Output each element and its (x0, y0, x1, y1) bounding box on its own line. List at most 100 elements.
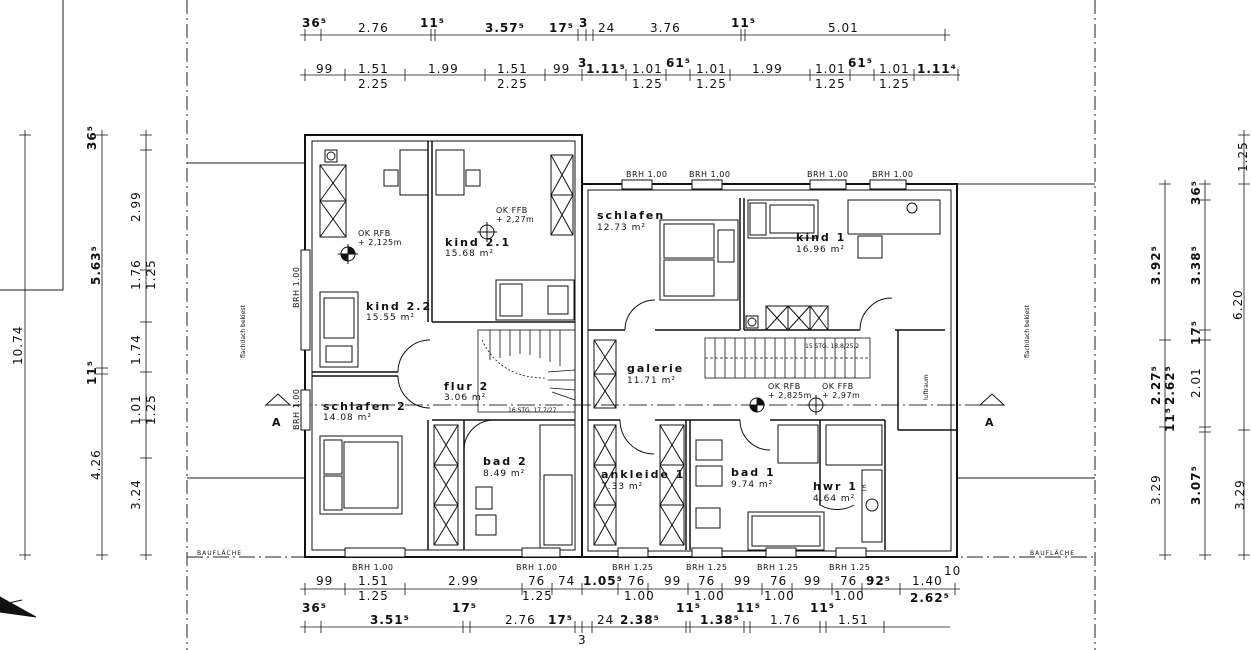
svg-text:1.25: 1.25 (144, 394, 158, 425)
svg-text:3.51⁵: 3.51⁵ (370, 613, 410, 627)
svg-text:2.99: 2.99 (448, 574, 479, 588)
dim-bottom-row1: 99 1.51 1.25 2.99 76 1.25 74 1.05⁵ 76 1.… (316, 564, 961, 605)
room-area-kind22: 15.55 m² (366, 313, 415, 323)
svg-text:2.76: 2.76 (358, 21, 389, 35)
svg-text:1.01: 1.01 (632, 62, 663, 76)
svg-text:11⁵: 11⁵ (676, 601, 701, 615)
svg-text:1.05⁵: 1.05⁵ (583, 574, 623, 588)
brh-labels: BRH 1.00 BRH 1.00 BRH 1.25 BRH 1.25 BRH … (292, 170, 913, 572)
svg-text:1.25: 1.25 (879, 77, 910, 91)
svg-text:76: 76 (628, 574, 645, 588)
svg-text:OK FFB: OK FFB (822, 382, 854, 391)
svg-text:+ 2,125m: + 2,125m (358, 238, 402, 247)
svg-text:BAUFLÄCHE: BAUFLÄCHE (1030, 550, 1075, 557)
room-name-hwr1: hwr 1 (813, 480, 858, 493)
svg-text:BRH 1.00: BRH 1.00 (292, 389, 301, 430)
svg-text:1.25: 1.25 (358, 589, 389, 603)
room-area-kind21: 15.68 m² (445, 249, 494, 259)
svg-text:76: 76 (698, 574, 715, 588)
svg-text:2.25: 2.25 (497, 77, 528, 91)
svg-text:3.38⁵: 3.38⁵ (1189, 245, 1203, 285)
svg-text:24: 24 (598, 21, 615, 35)
svg-text:3.29: 3.29 (1233, 479, 1247, 510)
svg-text:3.57⁵: 3.57⁵ (485, 21, 525, 35)
dimension-lines (19, 29, 1250, 633)
door-swings (397, 297, 893, 511)
dim-top-row2: 99 1.51 2.25 1.99 1.51 2.25 99 3 1.11⁵ 1… (316, 56, 957, 91)
svg-text:3.07⁵: 3.07⁵ (1189, 465, 1203, 505)
svg-text:17⁵: 17⁵ (548, 613, 573, 627)
room-name-bad2: bad 2 (483, 455, 528, 468)
wardrobes (319, 154, 829, 546)
room-name-schlafen: schlafen (597, 209, 665, 222)
svg-text:3: 3 (579, 16, 588, 30)
svg-text:99: 99 (664, 574, 681, 588)
dim-top-row1: 36⁵ 2.76 11⁵ 3.57⁵ 17⁵ 3 24 3.76 11⁵ 5.0… (302, 16, 859, 35)
svg-text:1.00: 1.00 (834, 589, 865, 603)
svg-text:1.25: 1.25 (696, 77, 727, 91)
svg-text:17⁵: 17⁵ (549, 21, 574, 35)
svg-text:BRH 1.25: BRH 1.25 (757, 563, 798, 572)
level-markers (338, 222, 826, 415)
svg-text:1.11⁵: 1.11⁵ (586, 62, 626, 76)
svg-text:BRH 1.00: BRH 1.00 (807, 170, 848, 179)
svg-text:1.00: 1.00 (764, 589, 795, 603)
svg-text:BRH 1.00: BRH 1.00 (292, 267, 301, 308)
svg-text:17⁵: 17⁵ (1189, 320, 1203, 345)
svg-text:1.25: 1.25 (815, 77, 846, 91)
svg-text:10: 10 (944, 564, 961, 578)
svg-text:5.01: 5.01 (828, 21, 859, 35)
svg-text:10.74: 10.74 (11, 326, 25, 365)
svg-text:1.11⁴: 1.11⁴ (917, 62, 957, 76)
room-name-bad1: bad 1 (731, 466, 776, 479)
svg-text:1.00: 1.00 (624, 589, 655, 603)
svg-text:3: 3 (578, 56, 587, 70)
svg-text:2.76: 2.76 (505, 613, 536, 627)
level-annotations: OK RFB + 2,125m OK FFB + 2,27m OK RFB + … (358, 206, 860, 400)
svg-text:2.62⁵: 2.62⁵ (1163, 365, 1177, 405)
svg-text:74: 74 (558, 574, 575, 588)
room-name-ankleide1: ankleide 1 (601, 468, 685, 481)
svg-text:1.76: 1.76 (129, 259, 143, 290)
svg-text:4.26: 4.26 (89, 449, 103, 480)
svg-text:luftraum: luftraum (923, 374, 930, 400)
svg-text:A: A (985, 416, 996, 429)
room-name-kind21: kind 2.1 (445, 236, 511, 249)
svg-text:1.40: 1.40 (912, 574, 943, 588)
room-area-bad1: 9.74 m² (731, 480, 773, 490)
svg-text:6.20: 6.20 (1231, 289, 1245, 320)
svg-text:1.51: 1.51 (497, 62, 528, 76)
svg-text:1.99: 1.99 (752, 62, 783, 76)
svg-text:92⁵: 92⁵ (866, 574, 891, 588)
svg-text:17⁵: 17⁵ (452, 601, 477, 615)
svg-text:11⁵: 11⁵ (1163, 407, 1177, 432)
misc-labels: flachdach bekiest flachdach bekiest luft… (197, 304, 1075, 557)
room-area-schlafen: 12.73 m² (597, 223, 646, 233)
svg-text:A: A (272, 416, 283, 429)
room-name-galerie: galerie (627, 362, 684, 375)
room-name-flur2: flur 2 (444, 380, 489, 393)
svg-text:1.25: 1.25 (632, 77, 663, 91)
svg-text:1.01: 1.01 (129, 394, 143, 425)
svg-text:1.74: 1.74 (129, 334, 143, 365)
svg-text:5.63⁵: 5.63⁵ (89, 245, 103, 285)
svg-text:76: 76 (528, 574, 545, 588)
room-name-kind1: kind 1 (796, 231, 846, 244)
dim-right: 1.25 36⁵ 3.92⁵ 3.38⁵ 17⁵ 6.20 2.27⁵ 2.62… (1149, 141, 1250, 510)
svg-text:OK RFB: OK RFB (358, 229, 391, 238)
svg-text:2.01: 2.01 (1189, 367, 1203, 398)
svg-text:2.99: 2.99 (129, 191, 143, 222)
room-area-galerie: 11.71 m² (627, 376, 676, 386)
svg-text:BRH 1.00: BRH 1.00 (516, 563, 557, 572)
windows (300, 179, 907, 558)
svg-text:36⁵: 36⁵ (302, 16, 327, 30)
svg-text:11⁵: 11⁵ (85, 360, 99, 385)
svg-text:1.01: 1.01 (815, 62, 846, 76)
svg-text:11⁵: 11⁵ (731, 16, 756, 30)
svg-text:1.51: 1.51 (358, 62, 389, 76)
room-area-kind1: 16.96 m² (796, 245, 845, 255)
svg-text:1.01: 1.01 (879, 62, 910, 76)
svg-text:1.00: 1.00 (694, 589, 725, 603)
room-area-bad2: 8.49 m² (483, 469, 525, 479)
svg-text:24: 24 (597, 613, 614, 627)
